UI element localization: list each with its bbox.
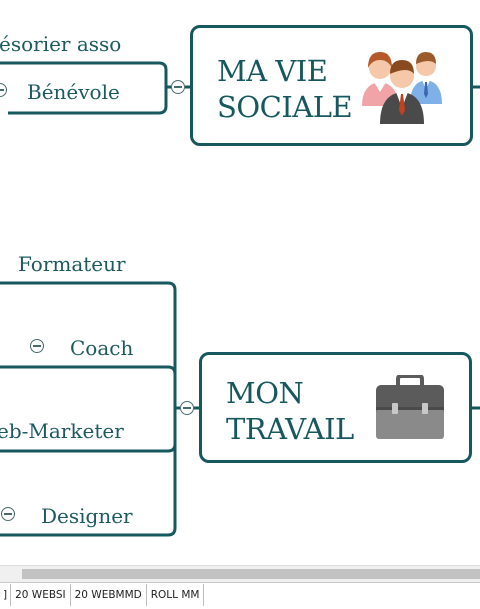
topic-title-sociale: MA VIE SOCIALE [217,54,353,124]
sheet-tab-bar: ] 20 WEBSI 20 WEBMMD ROLL MM [0,582,480,609]
node-web-marketer[interactable]: eb-Marketer [0,419,124,443]
sheet-tab-roll-mm[interactable]: ROLL MM [146,584,205,606]
topic-mon-travail[interactable]: MON TRAVAIL [199,352,472,463]
topic-ma-vie-sociale[interactable]: MA VIE SOCIALE [190,25,473,146]
node-coach[interactable]: Coach [70,336,134,360]
scrollbar-thumb[interactable] [22,569,480,579]
topic-title-travail: MON TRAVAIL [226,376,354,446]
sheet-tab-0[interactable]: ] [0,584,12,606]
briefcase-icon [376,375,444,439]
node-designer[interactable]: Designer [41,504,133,528]
node-benevole[interactable]: Bénévole [27,80,120,104]
connector-lines [0,61,480,537]
mindmap-canvas[interactable]: ésorier asso Bénévole Formateur Coach eb… [0,0,480,565]
node-tresorier-asso[interactable]: ésorier asso [0,32,122,56]
people-group-icon [362,52,442,124]
sheet-tab-20-websi[interactable]: 20 WEBSI [11,584,71,606]
collapse-designer-icon[interactable] [1,507,15,521]
sheet-tab-20-webmmd[interactable]: 20 WEBMMD [70,584,147,606]
collapse-sociale-icon[interactable] [171,80,185,94]
collapse-travail-icon[interactable] [180,401,194,415]
collapse-coach-icon[interactable] [30,339,44,353]
horizontal-scrollbar[interactable] [0,565,480,582]
node-formateur[interactable]: Formateur [18,252,126,276]
